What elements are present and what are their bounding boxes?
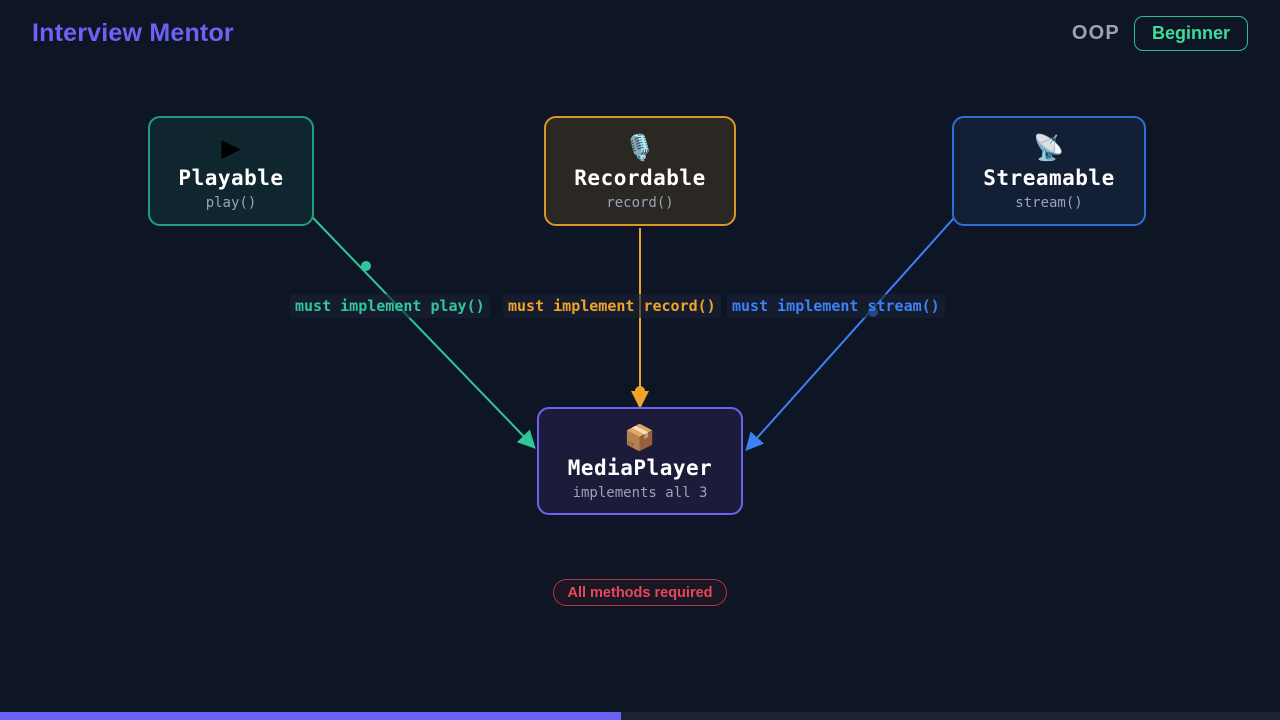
- node-playable-title: Playable: [178, 166, 284, 190]
- level-badge[interactable]: Beginner: [1133, 15, 1248, 51]
- app-header: Interview Mentor OOP Beginner: [0, 0, 1280, 66]
- satellite-dish-icon: 📡: [1033, 134, 1065, 162]
- node-playable-method: play(): [205, 195, 257, 211]
- node-mediaplayer-title: MediaPlayer: [567, 456, 713, 480]
- node-mediaplayer-note: implements all 3: [572, 485, 708, 501]
- topic-label: OOP: [1071, 21, 1120, 44]
- progress-track[interactable]: [0, 712, 1280, 720]
- edge-label-stream: must implement stream(): [727, 294, 945, 318]
- node-streamable[interactable]: 📡 Streamable stream(): [952, 116, 1146, 226]
- node-mediaplayer[interactable]: 📦 MediaPlayer implements all 3: [537, 407, 743, 515]
- status-badge: All methods required: [553, 579, 727, 606]
- progress-fill: [0, 712, 621, 720]
- node-recordable-title: Recordable: [574, 166, 706, 190]
- play-icon: ▶: [221, 134, 241, 162]
- edge-streamable-to-mediaplayer: [745, 189, 980, 451]
- node-streamable-method: stream(): [1015, 195, 1083, 211]
- page-title: Interview Mentor: [32, 18, 234, 47]
- microphone-icon: 🎙️: [624, 134, 656, 162]
- header-right-group: OOP Beginner: [1071, 15, 1248, 51]
- node-recordable-method: record(): [606, 195, 674, 211]
- package-icon: 📦: [624, 424, 656, 452]
- node-streamable-title: Streamable: [983, 166, 1115, 190]
- node-playable[interactable]: ▶ Playable play(): [148, 116, 314, 226]
- edge-playable-to-mediaplayer: [288, 192, 536, 449]
- edge-label-record: must implement record(): [503, 294, 721, 318]
- diagram-canvas: ▶ Playable play() 🎙️ Recordable record()…: [148, 116, 1146, 606]
- node-recordable[interactable]: 🎙️ Recordable record(): [544, 116, 736, 226]
- edge-label-play: must implement play(): [290, 294, 490, 318]
